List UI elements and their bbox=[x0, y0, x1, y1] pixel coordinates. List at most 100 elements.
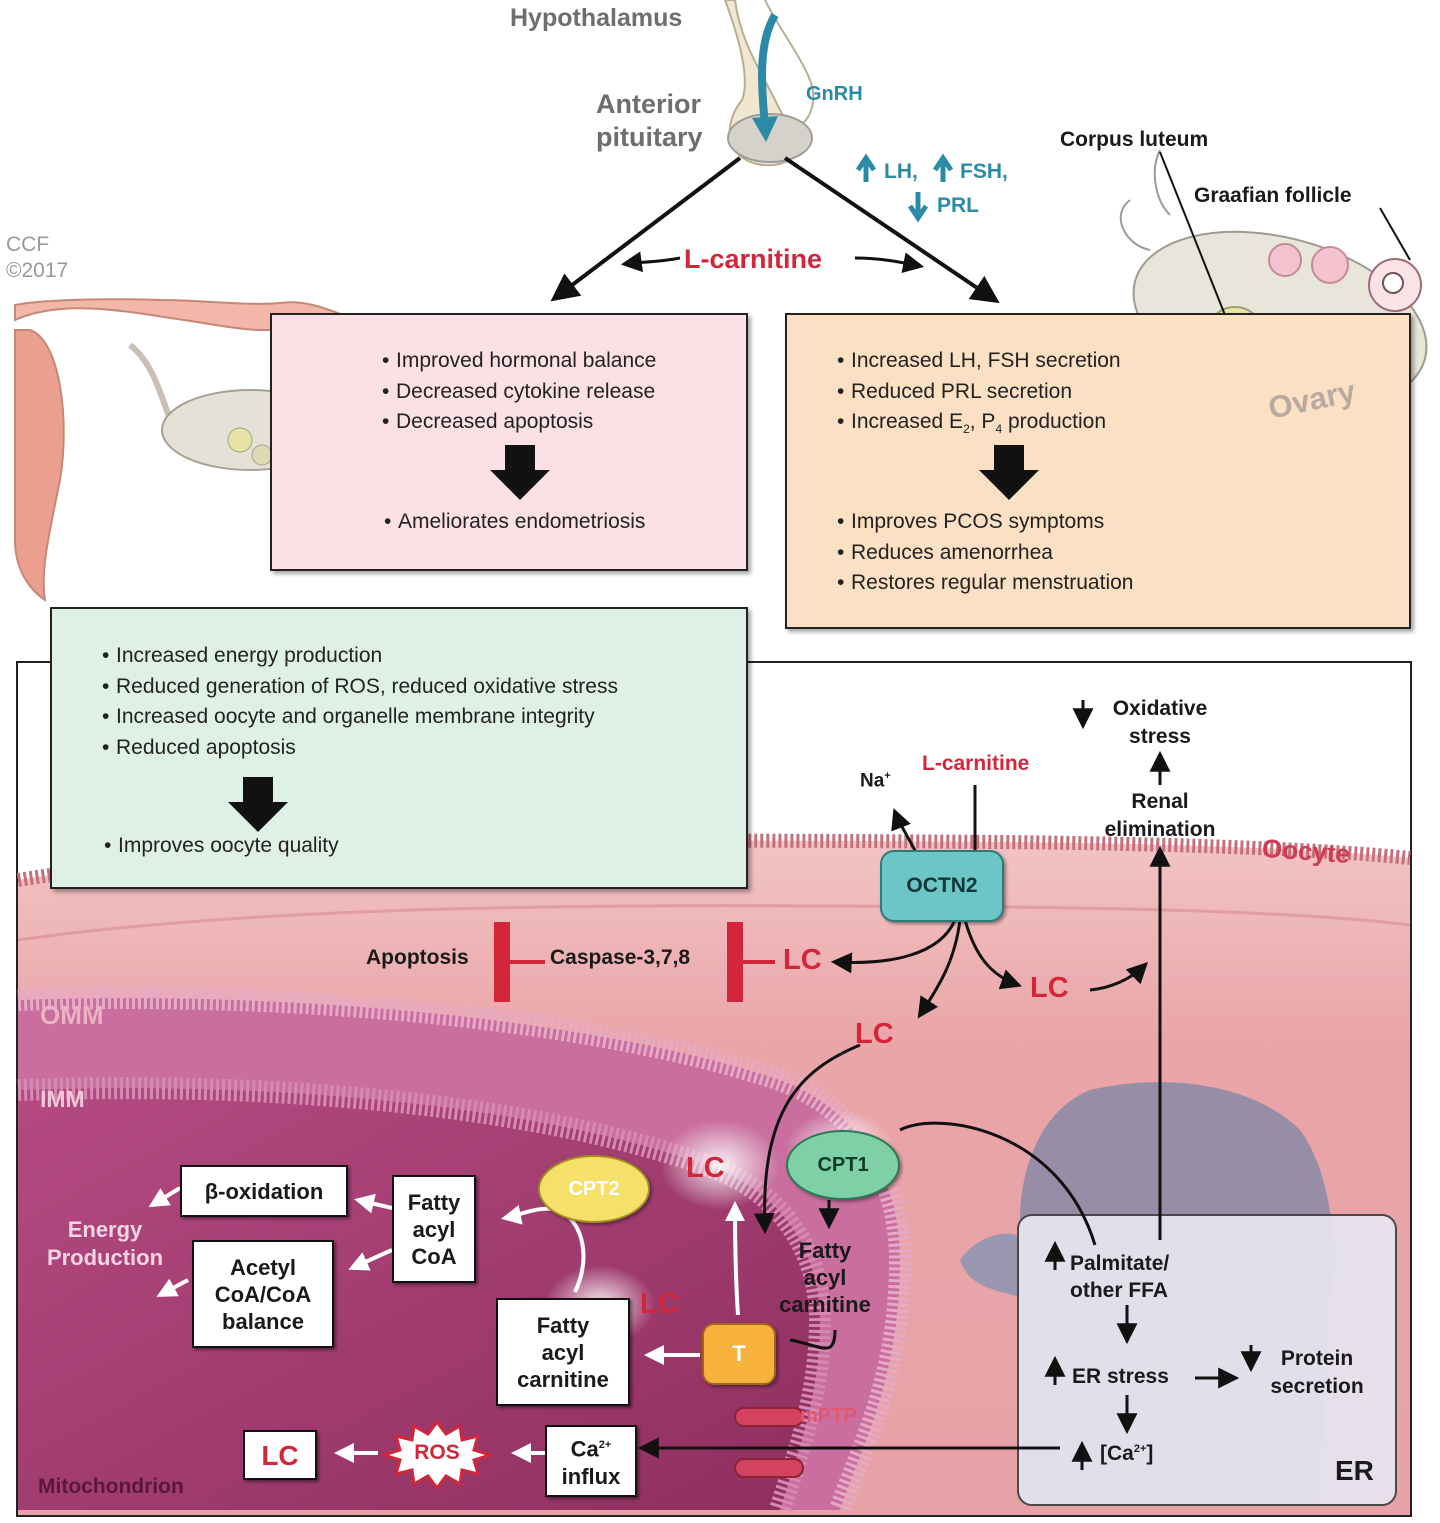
palmitate-line2: other FFA bbox=[1070, 1279, 1168, 1302]
facoa-line2: acyl bbox=[412, 1216, 456, 1242]
e2-p4-mid: , P bbox=[969, 410, 996, 433]
oocyte-label: Oocyte bbox=[1261, 832, 1352, 870]
lc-imm-label: LC bbox=[686, 1152, 725, 1184]
down-arrow-icon bbox=[490, 445, 550, 500]
list-item: Reduced generation of ROS, reduced oxida… bbox=[102, 672, 618, 703]
cpt2-enzyme: CPT2 bbox=[538, 1155, 650, 1223]
list-item: Increased energy production bbox=[102, 641, 618, 672]
pcos-box: Increased LH, FSH secretion Reduced PRL … bbox=[785, 313, 1411, 629]
ca-influx-line2: influx bbox=[561, 1463, 621, 1489]
fac-line1: Fatty bbox=[798, 1238, 852, 1263]
apoptosis-label: Apoptosis bbox=[366, 946, 469, 969]
fac-line3: carnitine bbox=[779, 1292, 871, 1317]
palmitate-label: Palmitate/ other FFA bbox=[1070, 1250, 1169, 1304]
ca-sup: 2+ bbox=[598, 1439, 612, 1452]
list-item: Increased E2, P4 production bbox=[837, 407, 1121, 445]
cpt1-label: CPT1 bbox=[817, 1153, 869, 1176]
endometriosis-effects-list: Improved hormonal balance Decreased cyto… bbox=[382, 346, 656, 438]
hormone-arrows bbox=[855, 153, 954, 223]
lc-renal-label: LC bbox=[1030, 972, 1069, 1004]
pituitary-illustration bbox=[723, 0, 815, 167]
lc-box-label: LC bbox=[261, 1439, 299, 1471]
acetyl-line1: Acetyl bbox=[229, 1254, 297, 1280]
sodium-label: Na+ bbox=[860, 770, 891, 792]
omm-label: OMM bbox=[40, 1000, 104, 1030]
endometriosis-box: Improved hormonal balance Decreased cyto… bbox=[270, 313, 748, 571]
energy-production-label: Energy Production bbox=[30, 1216, 180, 1272]
list-item: Reduced PRL secretion bbox=[837, 377, 1121, 408]
hypothalamus-label: Hypothalamus bbox=[510, 4, 683, 32]
graafian-follicle-label: Graafian follicle bbox=[1194, 184, 1352, 207]
fatty-acyl-carnitine-box: Fatty acyl carnitine bbox=[496, 1298, 630, 1406]
e2-p4-suffix: production bbox=[1002, 410, 1107, 433]
acetyl-line3: balance bbox=[222, 1308, 304, 1334]
renal-line: Renal bbox=[1131, 790, 1189, 813]
oxidative-stress-label: Oxidative stress bbox=[1095, 695, 1225, 751]
mptp-label: mPTP bbox=[800, 1405, 857, 1427]
list-item: Increased LH, FSH secretion bbox=[837, 346, 1121, 377]
list-item: Restores regular menstruation bbox=[837, 568, 1133, 599]
protein-secretion-label: Protein secretion bbox=[1258, 1345, 1376, 1401]
renal-elimination-label: Renal elimination bbox=[1080, 788, 1240, 844]
copyright-line1: CCF bbox=[6, 233, 50, 256]
oocyte-effects-list: Increased energy production Reduced gene… bbox=[102, 641, 618, 763]
anterior-pituitary-line2: pituitary bbox=[596, 122, 703, 152]
lc-box: LC bbox=[243, 1430, 317, 1480]
energy-line2: Production bbox=[46, 1245, 164, 1270]
mitochondrion-label: Mitochondrion bbox=[38, 1475, 184, 1498]
ca-influx-box: Ca2+ influx bbox=[545, 1425, 637, 1497]
beta-oxidation-box: β-oxidation bbox=[180, 1165, 348, 1217]
lc-matrix-label: LC bbox=[640, 1288, 679, 1320]
ca-text: Ca bbox=[570, 1436, 599, 1462]
anterior-pituitary-label: Anterior pituitary bbox=[596, 88, 703, 154]
octn2-label: OCTN2 bbox=[906, 874, 978, 897]
anterior-pituitary-line1: Anterior bbox=[596, 89, 702, 119]
translocase-t: T bbox=[702, 1323, 776, 1385]
list-item: Improves oocyte quality bbox=[104, 831, 339, 862]
p4-subscript: 4 bbox=[995, 422, 1003, 437]
sodium-sup: + bbox=[884, 770, 891, 782]
elimination-line: elimination bbox=[1104, 818, 1216, 841]
palmitate-line1: Palmitate/ bbox=[1070, 1252, 1170, 1275]
lc-apoptosis-label: LC bbox=[783, 944, 822, 976]
ca-conc-end: ] bbox=[1146, 1442, 1154, 1465]
cpt2-label: CPT2 bbox=[568, 1177, 620, 1200]
er-label: ER bbox=[1335, 1455, 1374, 1486]
protein-line2: secretion bbox=[1270, 1375, 1364, 1398]
er-stress-label: ER stress bbox=[1072, 1365, 1169, 1388]
copyright: CCF ©2017 bbox=[6, 232, 68, 284]
l-carnitine-cell-label: L-carnitine bbox=[922, 752, 1030, 775]
list-item: Improved hormonal balance bbox=[382, 346, 656, 377]
copyright-line2: ©2017 bbox=[6, 259, 69, 282]
cpt1-enzyme: CPT1 bbox=[786, 1130, 900, 1200]
hormones-label-fsh: FSH, bbox=[960, 160, 1008, 183]
ca-concentration-label: [Ca2+] bbox=[1100, 1442, 1153, 1466]
fatty-acyl-coa-box: Fatty acyl CoA bbox=[392, 1175, 476, 1283]
caspase-label: Caspase-3,7,8 bbox=[550, 946, 691, 969]
pcos-results-list: Improves PCOS symptoms Reduces amenorrhe… bbox=[837, 507, 1133, 599]
pcos-effects-list: Increased LH, FSH secretion Reduced PRL … bbox=[837, 346, 1121, 445]
list-item: Improves PCOS symptoms bbox=[837, 507, 1133, 538]
octn2-transporter: OCTN2 bbox=[880, 850, 1004, 922]
facb-line2: acyl bbox=[541, 1339, 585, 1365]
stress-line: stress bbox=[1129, 725, 1191, 748]
corpus-luteum-label: Corpus luteum bbox=[1060, 128, 1209, 151]
l-carnitine-label: L-carnitine bbox=[684, 244, 823, 274]
lc-mito-label: LC bbox=[855, 1018, 894, 1050]
facb-line3: carnitine bbox=[517, 1366, 609, 1392]
protein-line1: Protein bbox=[1280, 1347, 1354, 1370]
ca-influx-line1: Ca2+ bbox=[571, 1432, 612, 1462]
hormones-label-lh: LH, bbox=[884, 160, 918, 183]
gnrh-label: GnRH bbox=[806, 83, 863, 105]
e2-subscript: 2 bbox=[963, 422, 970, 437]
acetyl-line2: CoA/CoA bbox=[214, 1281, 312, 1307]
e2-p4-prefix: Increased E bbox=[851, 410, 964, 433]
er-illustration bbox=[960, 1082, 1397, 1506]
facoa-line3: CoA bbox=[411, 1243, 457, 1269]
list-item: Reduced apoptosis bbox=[102, 733, 618, 764]
list-item: Increased oocyte and organelle membrane … bbox=[102, 702, 618, 733]
ca-conc-sup: 2+ bbox=[1133, 1443, 1147, 1455]
down-arrow-icon bbox=[228, 777, 288, 832]
hormones-label-prl: PRL bbox=[937, 194, 979, 217]
list-item: Decreased apoptosis bbox=[382, 407, 656, 438]
